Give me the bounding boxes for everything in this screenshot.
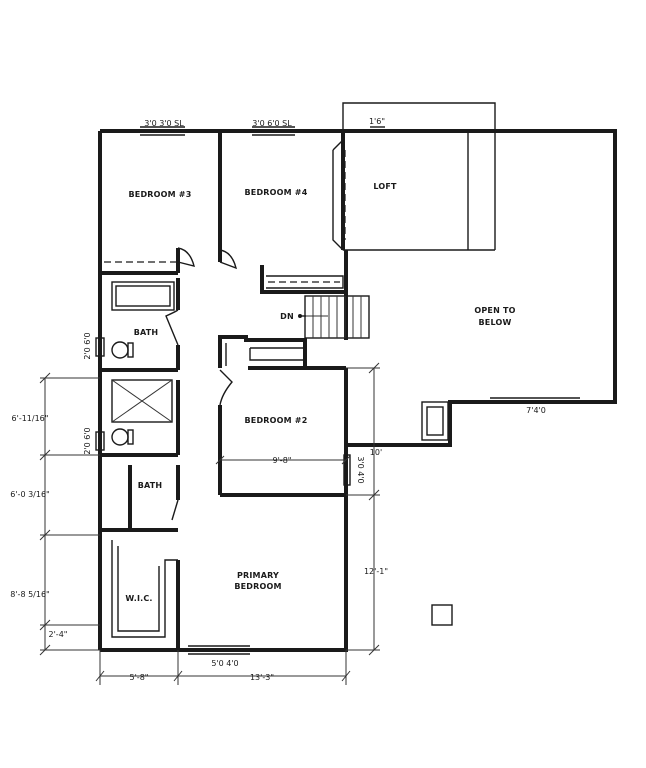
dim-left-1: 6'-11/16" — [12, 414, 49, 423]
label-bedroom-3: BEDROOM #3 — [129, 190, 192, 199]
label-bath-upper: BATH — [134, 328, 159, 337]
dim-bottom-2: 13'-3" — [250, 673, 274, 682]
staircase — [298, 295, 370, 339]
label-stair-dn: DN — [280, 312, 294, 321]
dim-bedroom-2-window: 3'0 4'0 — [356, 456, 365, 483]
dim-left-4: 2'-4" — [49, 630, 68, 639]
dim-bedroom-2-width: 9'-8" — [273, 456, 292, 465]
dim-window-bath-lower: 2'0 6'0 — [83, 427, 92, 454]
label-bath-lower: BATH — [138, 481, 163, 490]
dim-left-3: 8'-8 5/16" — [10, 590, 49, 599]
label-bedroom-4: BEDROOM #4 — [245, 188, 308, 197]
dim-primary-window: 5'0 4'0 — [211, 659, 238, 668]
dim-window-bath-upper: 2'0 6'0 — [83, 332, 92, 359]
dim-left-2: 6'-0 3/16" — [10, 490, 49, 499]
dim-window-bedroom-3: 3'0 3'0 SL — [144, 119, 184, 128]
fixtures — [104, 139, 453, 626]
dimension-labels: 3'0 3'0 SL 3'0 6'0 SL 1'6" 7'4'0 9'-8" 1… — [10, 117, 546, 682]
label-open-to-below-2: BELOW — [479, 318, 512, 327]
label-loft: LOFT — [373, 182, 397, 191]
dim-window-loft: 1'6" — [369, 117, 385, 126]
label-wic: W.I.C. — [125, 594, 152, 603]
dim-window-bedroom-4: 3'0 6'0 SL — [252, 119, 292, 128]
dim-bottom-1: 5'-8" — [130, 673, 149, 682]
label-open-to-below-1: OPEN TO — [474, 306, 515, 315]
dimension-lines — [39, 126, 580, 685]
room-labels: BEDROOM #3 BEDROOM #4 LOFT OPEN TO BELOW… — [125, 182, 515, 603]
dim-primary-height: 12'-1" — [364, 567, 388, 576]
dim-open-below-width: 7'4'0 — [526, 406, 546, 415]
interior-walls — [100, 131, 496, 650]
doors — [165, 247, 238, 521]
label-bedroom-2: BEDROOM #2 — [245, 416, 308, 425]
dim-bedroom-2-height: 10' — [370, 448, 382, 457]
label-primary-2: BEDROOM — [234, 582, 281, 591]
label-primary-1: PRIMARY — [237, 571, 279, 580]
